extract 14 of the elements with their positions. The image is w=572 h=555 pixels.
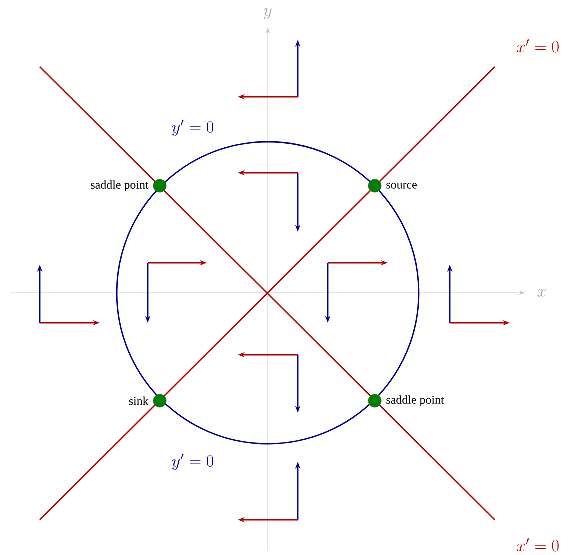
point-marker [153, 179, 167, 193]
axis-label: $x$ [538, 289, 546, 297]
point-marker [153, 394, 167, 408]
nullcline-label: $y' = 0$ [172, 454, 214, 470]
point-marker [368, 179, 382, 193]
axis-label: $y$ [264, 8, 272, 20]
point-label: source [386, 183, 417, 189]
point-label: sink [129, 396, 149, 406]
point-label: saddle point [386, 396, 444, 406]
point-label: saddle point [91, 180, 149, 192]
nullcline-label: $y' = 0$ [172, 120, 214, 136]
nullcline-label: $x' = 0$ [516, 40, 559, 53]
point-marker [368, 394, 382, 408]
nullcline-label: $x' = 0$ [516, 538, 559, 552]
